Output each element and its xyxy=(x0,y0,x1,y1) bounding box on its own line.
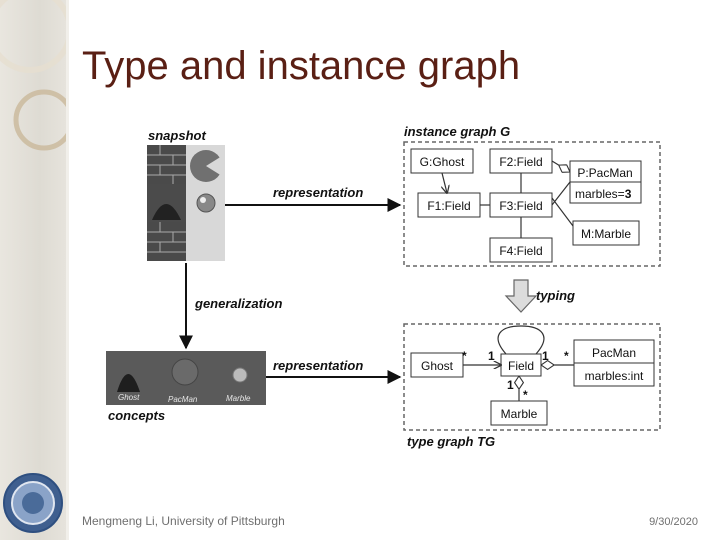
mult-ghost-one: 1 xyxy=(488,349,495,363)
type-node-ghost-label: Ghost xyxy=(421,359,454,373)
type-graph-label: type graph TG xyxy=(407,434,495,449)
representation-label-top: representation xyxy=(273,185,363,200)
mult-pacman-star: * xyxy=(564,349,569,363)
instance-graph-label: instance graph G xyxy=(404,124,510,139)
type-node-pacman-label: PacMan xyxy=(592,346,636,360)
concept-caption-ghost: Ghost xyxy=(118,393,140,402)
type-node-ghost xyxy=(410,352,464,378)
marble-icon xyxy=(196,193,216,213)
typing-label: typing xyxy=(536,288,575,303)
type-edges xyxy=(463,365,574,401)
slide-title: Type and instance graph xyxy=(82,44,521,88)
generalization-label: generalization xyxy=(194,296,282,311)
snapshot-label: snapshot xyxy=(148,128,206,143)
ghost-icon xyxy=(117,374,140,392)
node-p-pacman-attr: marbles=3 xyxy=(575,187,632,201)
mult-ghost-star: * xyxy=(462,349,467,363)
typing-arrow xyxy=(504,279,538,313)
representation-label-bottom: representation xyxy=(273,358,363,373)
pacman-icon xyxy=(171,358,199,386)
pacman-attr-value: 3 xyxy=(625,187,632,201)
concepts-strip: Ghost PacMan Marble xyxy=(106,351,266,405)
field-self-loop xyxy=(497,325,545,355)
type-node-pacman-attr: marbles:int xyxy=(585,369,644,383)
concept-caption-marble: Marble xyxy=(226,394,251,403)
node-f1-label: F1:Field xyxy=(427,199,470,213)
node-f4-label: F4:Field xyxy=(499,244,542,258)
decorative-sidebar xyxy=(0,0,75,540)
node-f3-label: F3:Field xyxy=(499,199,542,213)
node-f1 xyxy=(417,192,481,218)
type-node-marble xyxy=(490,400,548,426)
node-p-pacman-label: P:PacMan xyxy=(577,166,632,180)
concept-caption-pacman: PacMan xyxy=(168,395,198,404)
node-m-marble-label: M:Marble xyxy=(581,227,631,241)
marble-icon xyxy=(232,367,248,383)
footer-author: Mengmeng Li, University of Pittsburgh xyxy=(82,514,285,528)
type-node-marble-label: Marble xyxy=(501,407,538,421)
concepts-label: concepts xyxy=(108,408,165,423)
instance-edges xyxy=(442,160,574,238)
mult-pacman-one: 1 xyxy=(542,349,549,363)
sidebar-divider xyxy=(66,0,69,540)
type-graph-frame xyxy=(403,323,661,431)
type-node-field-label: Field xyxy=(508,359,534,373)
node-f2-label: F2:Field xyxy=(499,155,542,169)
node-m-marble xyxy=(572,220,640,246)
instance-graph-frame xyxy=(403,141,661,267)
mult-marble-star: * xyxy=(523,388,528,402)
node-g-ghost xyxy=(410,148,474,174)
pacman-attr-key: marbles= xyxy=(575,187,625,201)
footer-date: 9/30/2020 xyxy=(649,516,698,528)
mult-marble-one: 1 xyxy=(507,378,514,392)
node-g-ghost-label: G:Ghost xyxy=(420,155,465,169)
node-f4 xyxy=(489,237,553,263)
snapshot-image xyxy=(147,145,225,261)
